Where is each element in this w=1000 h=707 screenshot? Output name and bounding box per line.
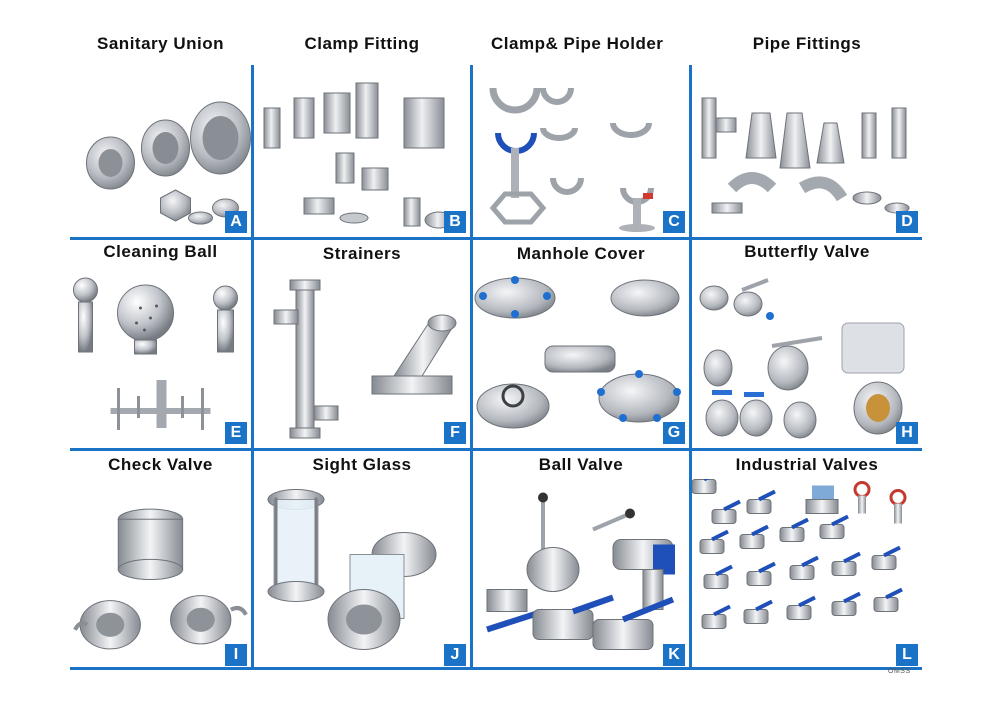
grid-divider [251,65,254,238]
cell-strainers: Strainers F [254,240,470,448]
manhole-cover-icon [473,268,689,444]
cell-pipe-holder: Clamp& Pipe Holder C [473,30,689,237]
cell-title: Pipe Fittings [752,34,862,53]
cell-title: Sight Glass [312,455,412,474]
cell-check-valve: Check Valve I [70,451,251,670]
cell-letter-badge: A [225,211,247,233]
sight-glass-icon [254,479,470,666]
cell-letter-badge: J [444,644,466,666]
cell-manhole-cover: Manhole Cover G [473,240,689,448]
cell-sight-glass: Sight Glass J [254,451,470,670]
union-icon [70,58,251,233]
clamp-fitting-icon [254,58,470,233]
grid-divider [689,65,692,238]
cell-letter-badge: L [896,644,918,666]
cell-letter-badge: E [225,422,247,444]
cleaning-ball-icon [70,268,251,444]
cell-letter-badge: F [444,422,466,444]
ball-valve-icon [473,479,689,666]
cell-butterfly-valve: Butterfly Valve H [692,240,922,448]
cell-ball-valve: Ball Valve K [473,451,689,670]
pipe-fitting-icon [692,58,922,233]
cell-title: Check Valve [108,455,213,474]
brand-mark: OMSS [888,668,911,675]
cell-letter-badge: D [896,211,918,233]
cell-industrial-valves: Industrial Valves L [692,451,922,670]
grid-divider [70,667,922,670]
cell-letter-badge: G [663,422,685,444]
cell-letter-badge: C [663,211,685,233]
butterfly-valve-icon [692,268,922,444]
industrial-valve-icon [692,479,922,666]
cell-letter-badge: K [663,644,685,666]
cell-title: Sanitary Union [97,34,224,53]
cell-title: Butterfly Valve [744,242,870,261]
grid-divider [251,240,254,670]
grid-divider [70,237,922,240]
cell-letter-badge: B [444,211,466,233]
strainer-icon [254,268,470,444]
product-catalog-grid: Sanitary Union A Clamp Fitting [70,30,922,670]
cell-title: Strainers [322,244,402,263]
cell-clamp-fitting: Clamp Fitting B [254,30,470,237]
check-valve-icon [70,479,251,666]
cell-title: Clamp& Pipe Holder [491,34,664,53]
grid-divider [689,240,692,670]
cell-pipe-fittings: Pipe Fittings D [692,30,922,237]
grid-divider [470,240,473,670]
cell-title: Ball Valve [538,455,624,474]
cell-cleaning-ball: Cleaning Ball E [70,240,251,448]
cell-title: Clamp Fitting [304,34,420,53]
grid-divider [470,65,473,238]
pipe-holder-icon [473,58,689,233]
cell-title: Industrial Valves [735,455,879,474]
cell-title: Manhole Cover [516,244,646,263]
cell-title: Cleaning Ball [103,242,218,261]
cell-letter-badge: H [896,422,918,444]
cell-letter-badge: I [225,644,247,666]
cell-sanitary-union: Sanitary Union A [70,30,251,237]
grid-divider [70,448,922,451]
